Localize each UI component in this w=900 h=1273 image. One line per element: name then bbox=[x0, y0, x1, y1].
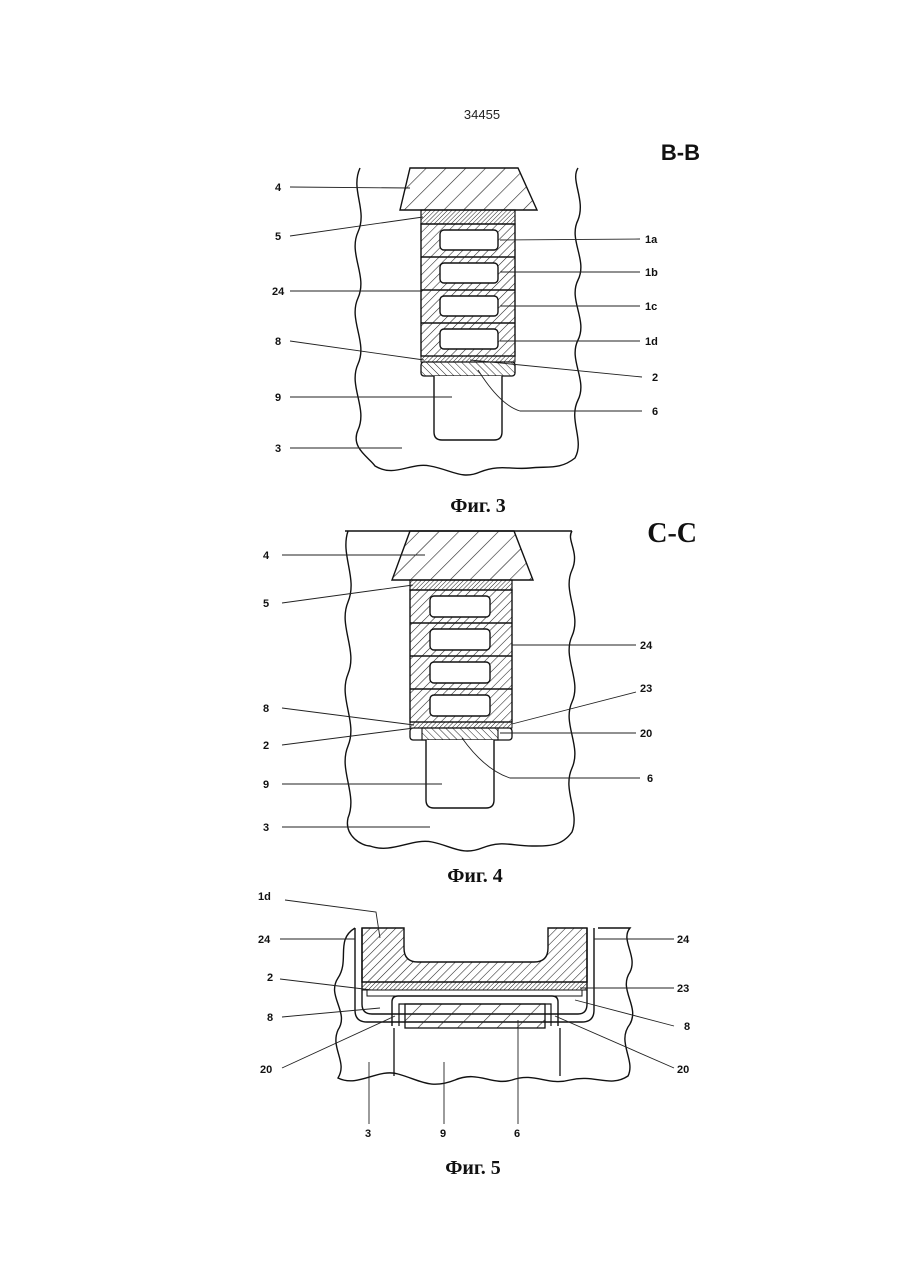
part-6-base bbox=[421, 362, 515, 376]
label-20-fig4: 20 bbox=[640, 728, 652, 740]
cell-1b bbox=[440, 263, 498, 283]
cell-1d bbox=[440, 329, 498, 349]
label-2-fig4: 2 bbox=[263, 740, 269, 752]
figure-5: 1d 24 2 8 20 24 23 8 20 3 9 6 Фиг. 5 bbox=[258, 891, 690, 1179]
label-1c: 1c bbox=[645, 301, 657, 313]
layer-2-8 bbox=[421, 356, 515, 362]
label-8: 8 bbox=[275, 336, 281, 348]
part-5-plate-fig4 bbox=[410, 580, 512, 590]
label-20-right-fig5: 20 bbox=[677, 1064, 689, 1076]
section-label-fig4: C-C bbox=[647, 518, 697, 549]
section-label-fig3: B-B bbox=[661, 140, 700, 165]
caption-fig4: Фиг. 4 bbox=[447, 865, 503, 887]
cell-fig4-4 bbox=[430, 695, 490, 716]
label-6-fig5: 6 bbox=[514, 1128, 520, 1140]
label-8-right-fig5: 8 bbox=[684, 1021, 690, 1033]
label-9: 9 bbox=[275, 392, 281, 404]
label-20-left-fig5: 20 bbox=[260, 1064, 272, 1076]
label-23-fig4: 23 bbox=[640, 683, 652, 695]
label-8-fig4: 8 bbox=[263, 703, 269, 715]
cell-fig4-1 bbox=[430, 596, 490, 617]
page-number: 34455 bbox=[464, 107, 500, 122]
part-9-stem bbox=[434, 376, 502, 440]
part-6-base-fig5 bbox=[405, 1004, 545, 1028]
label-6: 6 bbox=[652, 406, 658, 418]
label-1d: 1d bbox=[645, 336, 658, 348]
cell-1c bbox=[440, 296, 498, 316]
label-8-left-fig5: 8 bbox=[267, 1012, 273, 1024]
figure-3: B-B 4 5 bbox=[272, 140, 700, 517]
label-5: 5 bbox=[275, 231, 281, 243]
part-4-wedge-fig4 bbox=[392, 531, 533, 580]
part-6-base-fig4 bbox=[422, 728, 498, 740]
part-9-stem-fig4 bbox=[426, 740, 494, 808]
cell-1a bbox=[440, 230, 498, 250]
part-4-wedge bbox=[400, 168, 537, 210]
label-4-fig4: 4 bbox=[263, 550, 270, 562]
layer-2-8-fig4 bbox=[410, 722, 512, 728]
label-6-fig4: 6 bbox=[647, 773, 653, 785]
part-1d-cell bbox=[362, 928, 587, 982]
label-2-fig5: 2 bbox=[267, 972, 273, 984]
label-2: 2 bbox=[652, 372, 658, 384]
label-24-right-fig5: 24 bbox=[677, 934, 690, 946]
part-5-plate bbox=[421, 210, 515, 224]
label-3-fig5: 3 bbox=[365, 1128, 371, 1140]
label-24-fig4: 24 bbox=[640, 640, 653, 652]
layer-2-8-fig5 bbox=[367, 990, 582, 996]
label-3: 3 bbox=[275, 443, 281, 455]
label-1a: 1a bbox=[645, 234, 658, 246]
label-23-fig5: 23 bbox=[677, 983, 689, 995]
cell-fig4-3 bbox=[430, 662, 490, 683]
figure-4: C-C 4 5 8 2 9 3 24 23 20 6 bbox=[263, 518, 697, 887]
caption-fig5: Фиг. 5 bbox=[445, 1157, 501, 1179]
label-24: 24 bbox=[272, 286, 285, 298]
label-4: 4 bbox=[275, 182, 282, 194]
label-3-fig4: 3 bbox=[263, 822, 269, 834]
label-24-left-fig5: 24 bbox=[258, 934, 271, 946]
label-1d-fig5: 1d bbox=[258, 891, 271, 903]
label-5-fig4: 5 bbox=[263, 598, 269, 610]
cell-fig4-2 bbox=[430, 629, 490, 650]
label-9-fig4: 9 bbox=[263, 779, 269, 791]
label-9-fig5: 9 bbox=[440, 1128, 446, 1140]
caption-fig3: Фиг. 3 bbox=[450, 495, 506, 517]
layer-23 bbox=[362, 982, 587, 990]
label-1b: 1b bbox=[645, 267, 658, 279]
